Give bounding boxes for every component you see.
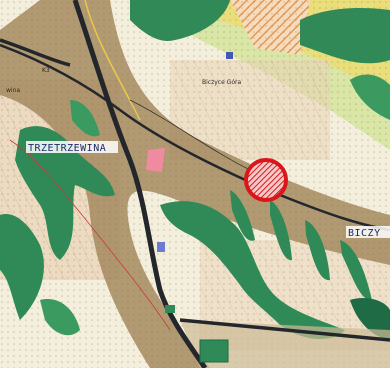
forest-south-west [40,299,80,336]
forest-valley-west-2 [0,214,44,320]
road-main-east-west [0,43,390,232]
location-marker-icon[interactable] [244,158,288,202]
blue-square-marker [226,52,233,59]
pink-zone [146,148,165,172]
zone-south [180,320,390,368]
village-label-east: BICZY [348,228,381,239]
forest-valley-central [160,201,345,340]
road-black-thin [129,99,251,171]
place-label-small-top: Biczyce Góra [202,79,241,86]
road-code-label: K3 [42,67,50,74]
forest-finger-1 [230,190,255,241]
forest-valley-west [15,126,115,260]
forest-finger-2 [270,200,292,261]
teal-zone-south [199,339,229,363]
label-bg-east [346,226,390,238]
road-secondary [0,38,71,67]
forest-finger-4 [340,240,372,301]
road-yellow [84,0,141,121]
forest-south-east [350,298,390,340]
forest-finger-3 [305,220,330,281]
label-bg-west [26,141,118,153]
road-main-north-south [72,0,208,368]
forest-valley-west-3 [70,100,100,137]
place-label-small-left: wina [6,87,20,94]
teal-zone-small [165,305,175,313]
road-red-thin [9,139,171,331]
road-south [179,318,390,342]
village-label-west: TRZETRZEWINA [28,143,106,154]
blue-square-south [157,242,165,252]
